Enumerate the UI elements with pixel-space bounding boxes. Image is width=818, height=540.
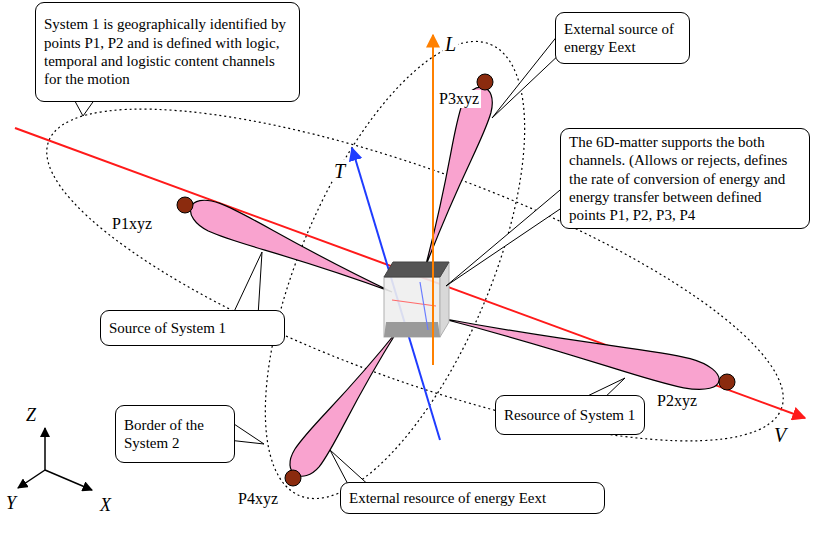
system-1-border — [13, 43, 818, 507]
external-source-petal — [411, 83, 498, 273]
callout-text: External source of energy Eext — [564, 20, 681, 57]
axis-label: Z — [24, 406, 38, 426]
callout-box: External source of energy Eext — [555, 12, 690, 64]
point-label: P3xyz — [437, 90, 481, 108]
axis-label: L — [443, 33, 458, 55]
callout-box: Resource of System 1 — [495, 395, 645, 435]
z-axis — [44, 428, 46, 470]
callout-box: System 1 is geographically identified by… — [35, 2, 300, 102]
cube-t-channel — [420, 282, 428, 330]
callout-box: Source of System 1 — [100, 310, 285, 346]
y-axis — [18, 470, 45, 488]
callout-text-block: Source of System 1 — [109, 319, 226, 337]
callout-text: Border of the System 2 — [124, 416, 226, 453]
point-dot — [477, 74, 493, 90]
v-axis — [15, 128, 805, 418]
axis-label: X — [98, 496, 113, 516]
external-resource-petal — [283, 321, 410, 483]
point-dot — [285, 470, 301, 486]
point-label: P4xyz — [236, 490, 280, 508]
axis-label: Y — [4, 494, 18, 514]
callout-text-block: System 1 is geographically identified by… — [44, 15, 291, 88]
l-axis — [432, 35, 434, 365]
point-label: P2xyz — [655, 392, 699, 410]
callout-text: Source of System 1 — [109, 319, 226, 337]
callout-text: Resource of System 1 — [504, 406, 635, 424]
cube-bottom — [384, 322, 440, 337]
six-d-cube — [384, 262, 449, 337]
callout-text: System 1 is geographically identified by… — [44, 15, 291, 88]
axis-label: V — [772, 424, 788, 446]
callout-box: The 6D-matter supports the both channels… — [560, 128, 810, 229]
cube-v-channel — [392, 300, 436, 306]
callout-text-block: External source of energy Eext — [564, 20, 681, 57]
axis-label: T — [332, 160, 347, 182]
callout-box: Border of the System 2 — [115, 405, 235, 463]
callout-tail — [446, 185, 566, 286]
callout-text: The 6D-matter supports the both channels… — [569, 133, 801, 224]
callout-text-block: Resource of System 1 — [504, 406, 635, 424]
t-axis — [352, 148, 440, 440]
callout-text-block: Border of the System 2 — [124, 416, 226, 453]
callout-tail — [232, 252, 262, 316]
cube-front — [384, 277, 440, 337]
point-dot — [719, 374, 735, 390]
callout-text: External resource of energy Eext — [349, 489, 546, 507]
point-label: P1xyz — [110, 215, 154, 233]
source-petal — [185, 194, 398, 306]
callout-text-block: The 6D-matter supports the both channels… — [569, 133, 801, 224]
callout-text-block: External resource of energy Eext — [349, 489, 546, 507]
resource-petal — [437, 303, 723, 395]
point-dot — [177, 197, 193, 213]
cube-top — [384, 262, 449, 277]
x-axis — [45, 470, 92, 490]
callout-tail — [492, 30, 562, 118]
callout-box: External resource of energy Eext — [340, 482, 605, 514]
